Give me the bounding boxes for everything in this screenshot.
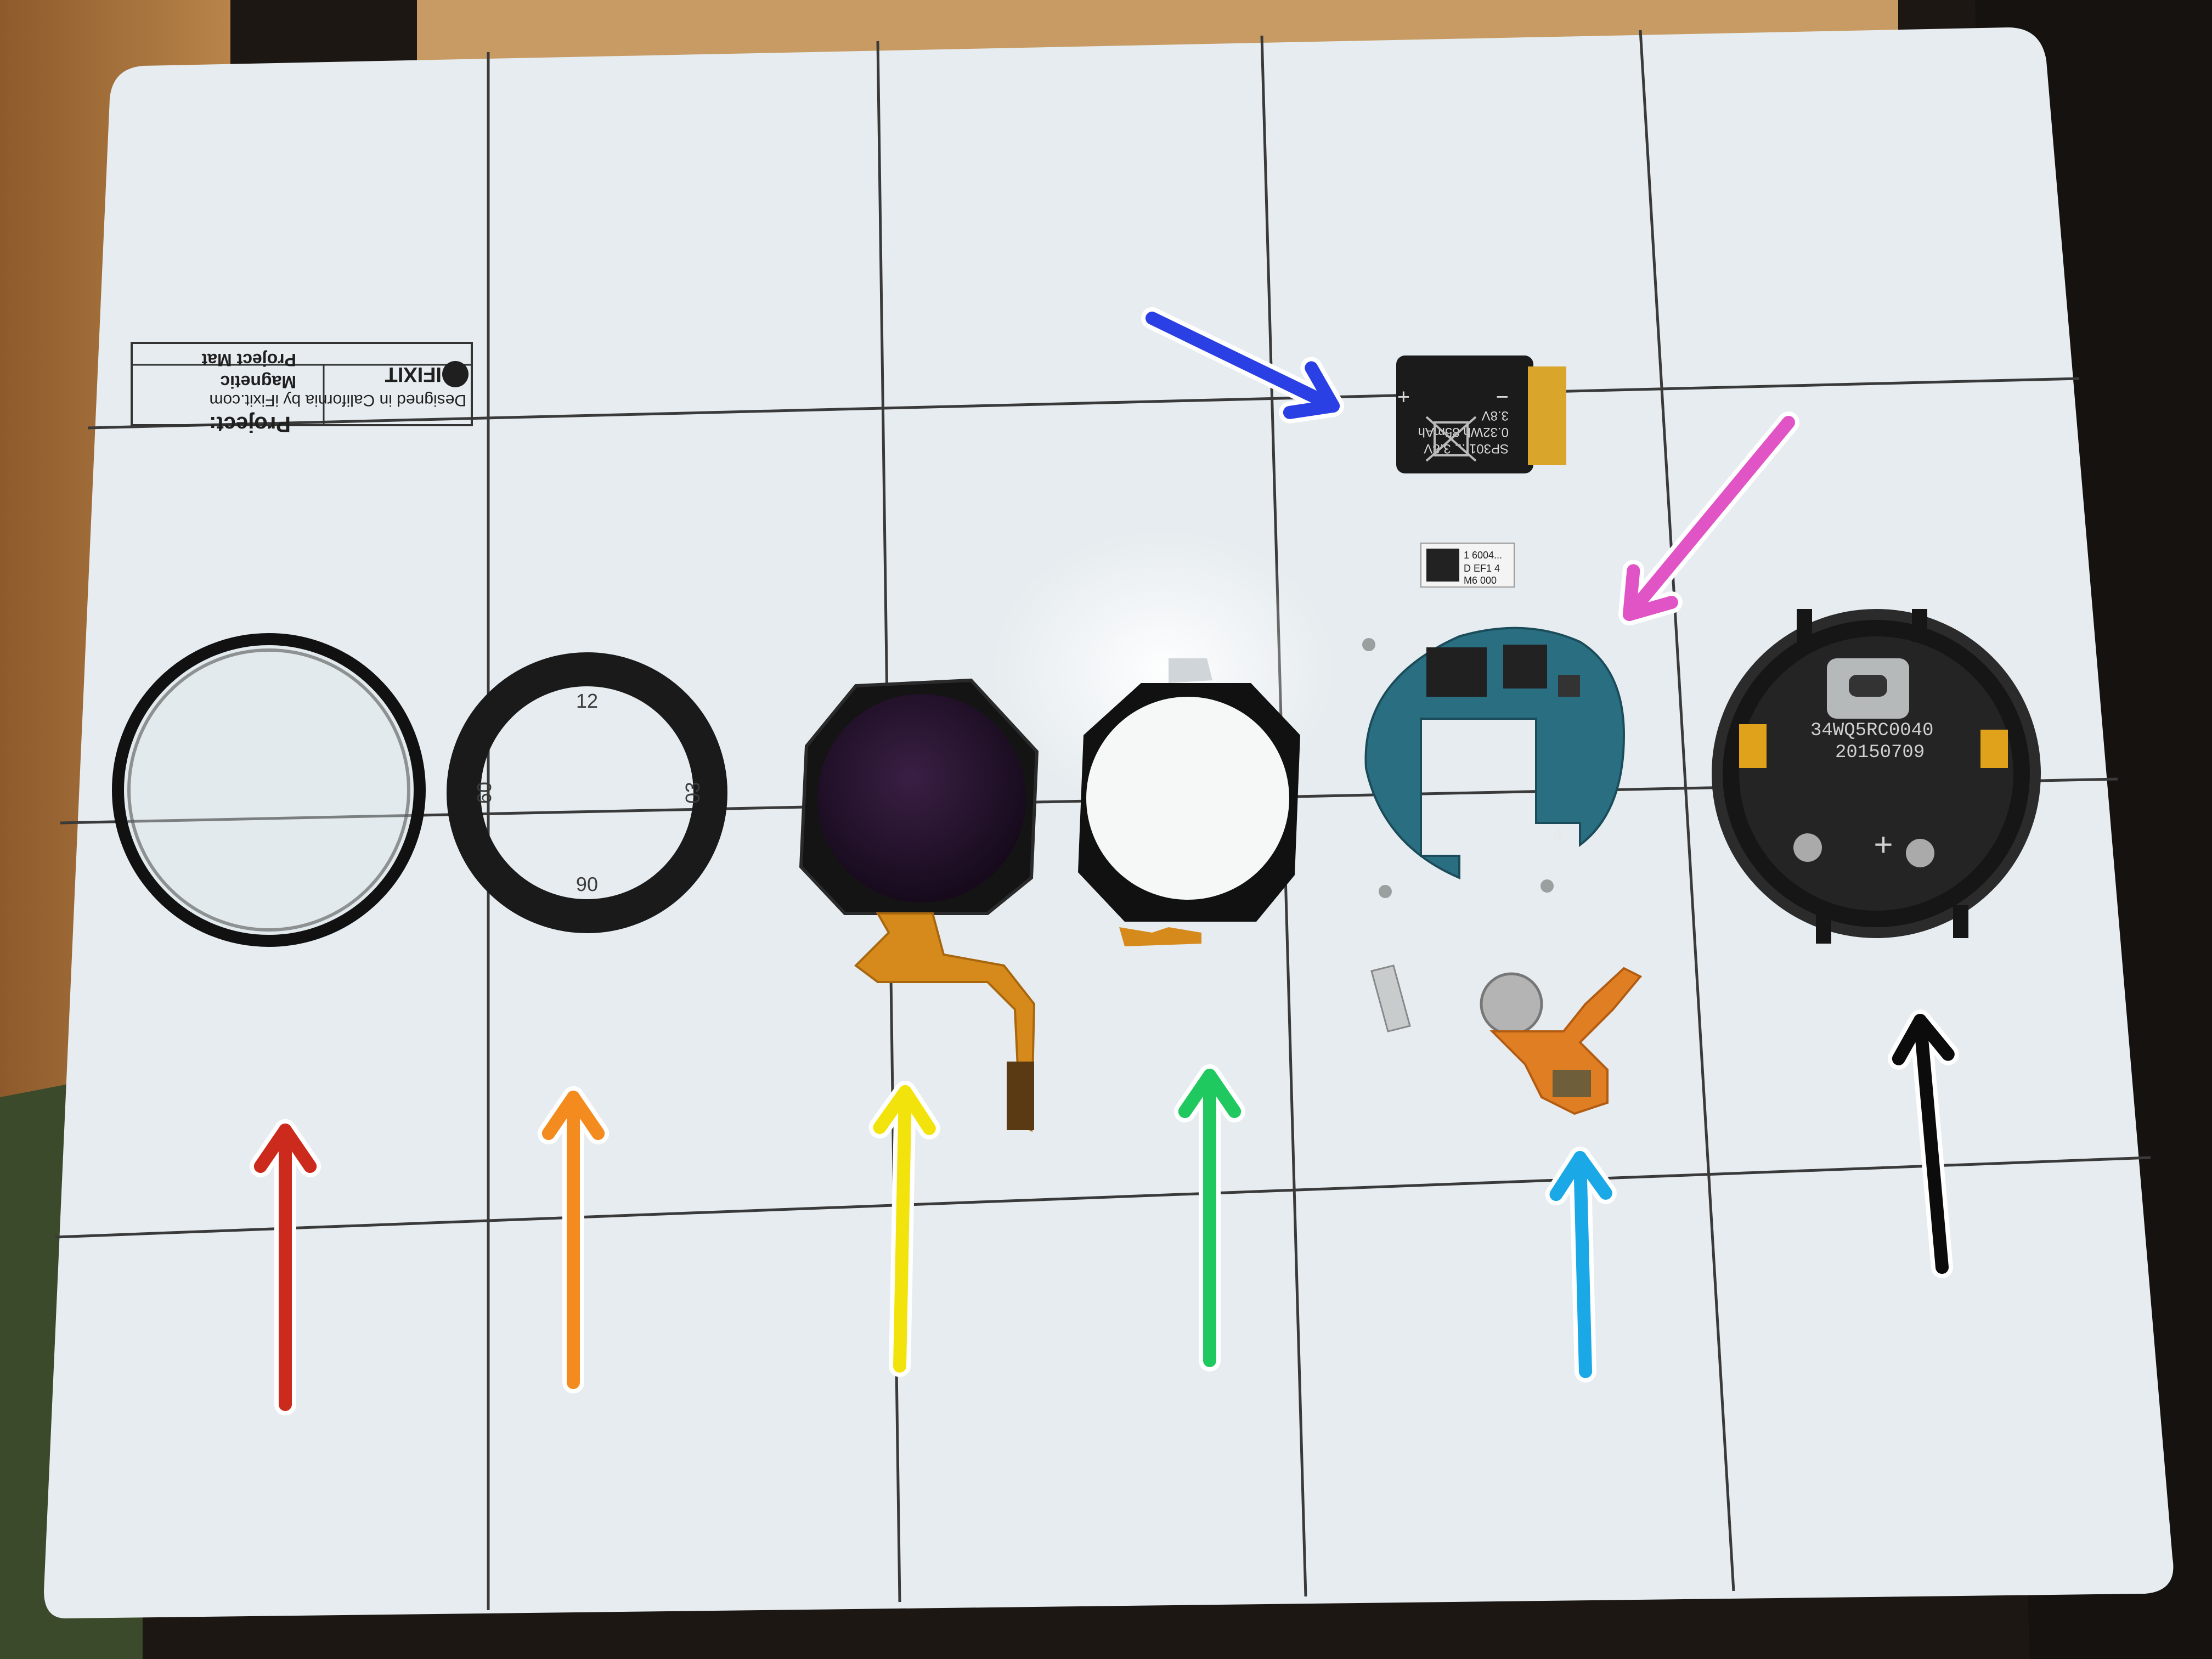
mat-label: Designed in California by iFixit.com IFI… xyxy=(131,342,473,436)
case-date: 20150709 xyxy=(1835,742,1925,763)
screw-3 xyxy=(1541,879,1554,893)
gasket-label-top: 12 xyxy=(576,690,598,712)
battery-tape xyxy=(1528,366,1566,465)
display-panel xyxy=(799,678,1039,1132)
display-screen xyxy=(817,694,1026,902)
mat-project-label: Project: xyxy=(209,412,291,436)
mat-product-line2: Project Mat xyxy=(201,350,296,370)
ifixit-logo-icon xyxy=(442,361,469,387)
case-screw-left xyxy=(1793,833,1822,862)
lug-top-right xyxy=(1912,609,1927,642)
metal-bracket xyxy=(1370,964,1411,1032)
annotation-arrows xyxy=(249,307,1959,1415)
screw-1 xyxy=(1362,638,1375,651)
battery-plus: + xyxy=(1397,385,1410,409)
barcode-sticker: 1 6004... D EF1 4 M6 000 xyxy=(1420,543,1515,588)
light-blue-arrow-icon xyxy=(1545,1147,1617,1383)
yellow-arrow-icon xyxy=(868,1081,940,1377)
board-chip-1 xyxy=(1426,647,1487,697)
battery-bin-icon xyxy=(1425,416,1477,462)
gasket-ring: 12 06 09 03 xyxy=(447,652,727,933)
lens-ring xyxy=(112,633,426,947)
sticker-line-3: M6 000 xyxy=(1464,575,1497,586)
motor-connector xyxy=(1553,1070,1591,1097)
pink-arrow-icon xyxy=(1618,411,1799,625)
case-sensor xyxy=(1849,675,1887,697)
sticker-line-1: 1 6004... xyxy=(1464,550,1502,561)
battery: SP301..., 3.8V 0.32Wh 85mAh 3.8V + − xyxy=(1396,356,1566,473)
motor-flex-cable xyxy=(1489,967,1643,1115)
frame-center xyxy=(1086,697,1289,900)
red-arrow-icon xyxy=(249,1119,321,1415)
orange-arrow-icon xyxy=(537,1086,610,1393)
sticker-line-2: D EF1 4 xyxy=(1464,563,1500,574)
case-screw-right xyxy=(1906,839,1934,867)
black-arrow-icon xyxy=(1887,1009,1959,1278)
frame-flex-cable xyxy=(1119,927,1201,946)
case-cross: + xyxy=(1874,829,1893,866)
case-serial: 34WQ5RC0040 xyxy=(1810,720,1933,741)
mat-brand-text: IFIXIT xyxy=(385,363,442,386)
lug-bottom-right xyxy=(1953,905,1968,938)
battery-minus: − xyxy=(1496,385,1509,409)
battery-line-3: 3.8V xyxy=(1482,408,1509,423)
board-chip-2 xyxy=(1503,645,1547,689)
vibration-motor xyxy=(1370,964,1643,1115)
mat-designed-text: Designed in California by iFixit.com xyxy=(209,391,466,409)
display-frame xyxy=(1078,658,1300,946)
mat-product-line1: Magnetic xyxy=(220,372,296,392)
qr-code-icon xyxy=(1426,549,1459,582)
main-board: 4 xyxy=(1362,627,1626,898)
lug-bottom-left xyxy=(1816,911,1831,944)
display-connector xyxy=(1007,1062,1034,1130)
watch-case: 34WQ5RC0040 20150709 + xyxy=(1712,609,2041,944)
screw-2 xyxy=(1379,885,1392,898)
green-arrow-icon xyxy=(1173,1064,1246,1372)
case-tape-right xyxy=(1980,730,2008,768)
case-tape-left xyxy=(1739,724,1767,768)
board-label: 4 xyxy=(1553,826,1563,847)
lug-top-left xyxy=(1797,609,1812,642)
blue-arrow-icon xyxy=(1141,307,1344,424)
gasket-label-left: 09 xyxy=(473,782,495,804)
gasket-label-right: 03 xyxy=(681,782,704,804)
frame-tab xyxy=(1169,658,1212,683)
board-chip-3 xyxy=(1558,675,1580,697)
gasket-label-bottom: 06 xyxy=(576,873,598,895)
